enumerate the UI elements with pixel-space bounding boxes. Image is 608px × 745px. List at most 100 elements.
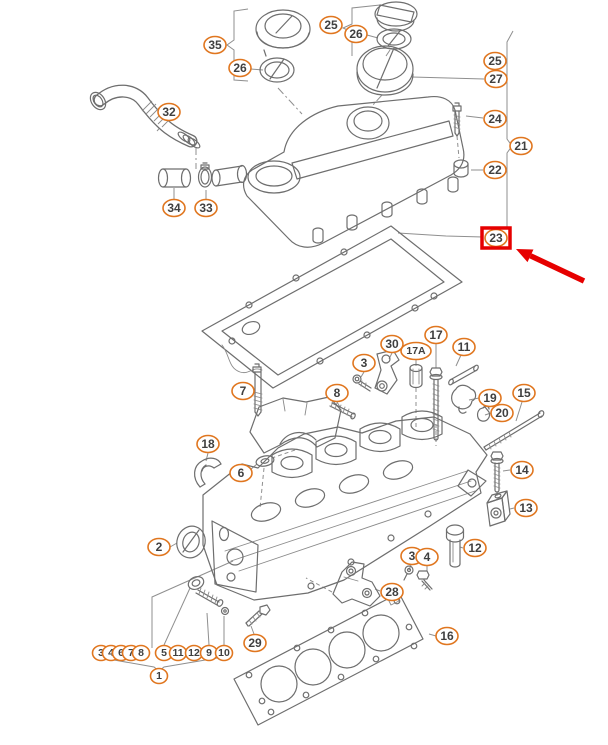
callout-19[interactable]: 19	[478, 388, 502, 408]
svg-text:32: 32	[162, 105, 176, 119]
callout-14[interactable]: 14	[510, 460, 534, 480]
svg-text:3: 3	[361, 356, 368, 370]
bolt-24-drawing	[452, 102, 462, 137]
highlight-layer	[480, 226, 586, 284]
callout-35[interactable]: 35	[203, 35, 227, 55]
svg-text:4: 4	[108, 647, 114, 659]
bolt-3b-drawing	[403, 565, 414, 581]
callout-17[interactable]: 17	[424, 325, 448, 345]
stud-15-drawing	[483, 410, 545, 451]
svg-text:2: 2	[156, 540, 163, 554]
callout-16[interactable]: 16	[435, 626, 459, 646]
callout-7[interactable]: 7	[231, 381, 255, 401]
cylinder-head-drawing	[176, 396, 488, 601]
callout-3[interactable]: 3	[352, 353, 376, 373]
svg-text:20: 20	[495, 406, 509, 420]
bolt-12-drawing	[445, 524, 465, 568]
callout-20[interactable]: 20	[490, 403, 514, 423]
callout-2[interactable]: 2	[147, 537, 171, 557]
callout-24[interactable]: 24	[483, 109, 507, 129]
callout-27[interactable]: 27	[484, 69, 508, 89]
callout-10[interactable]: 10	[214, 644, 234, 662]
bolt-3-drawing	[352, 374, 372, 392]
callout-17A[interactable]: 17A	[400, 341, 432, 361]
callout-29[interactable]: 29	[243, 633, 267, 653]
svg-text:24: 24	[488, 112, 502, 126]
callout-21[interactable]: 21	[509, 136, 533, 156]
oil-cap-left-drawing	[255, 9, 311, 83]
callout-34[interactable]: 34	[162, 198, 186, 218]
washer-10-drawing	[220, 606, 230, 616]
callout-1[interactable]: 1	[149, 667, 169, 685]
svg-text:11: 11	[458, 340, 471, 354]
callout-13[interactable]: 13	[514, 498, 538, 518]
callout-8[interactable]: 8	[131, 644, 151, 662]
callout-12[interactable]: 12	[463, 538, 487, 558]
callout-33[interactable]: 33	[194, 198, 218, 218]
callout-15[interactable]: 15	[512, 383, 536, 403]
svg-text:29: 29	[248, 636, 262, 650]
svg-text:12: 12	[468, 541, 482, 555]
svg-text:27: 27	[489, 72, 503, 86]
svg-text:34: 34	[167, 201, 181, 215]
callout-30[interactable]: 30	[380, 334, 404, 354]
svg-text:14: 14	[515, 463, 529, 477]
callout-26[interactable]: 26	[344, 24, 368, 44]
svg-text:18: 18	[201, 437, 215, 451]
svg-text:16: 16	[440, 629, 454, 643]
cam-cap-drawing	[249, 396, 342, 454]
grommet-22-drawing	[453, 159, 469, 178]
callout-22[interactable]: 22	[483, 160, 507, 180]
svg-text:13: 13	[519, 501, 533, 515]
svg-text:25: 25	[488, 54, 502, 68]
valve-cover-drawing	[242, 95, 469, 248]
svg-text:21: 21	[514, 139, 528, 153]
svg-text:6: 6	[118, 647, 124, 659]
callout-23-highlighted[interactable]: 23	[484, 228, 508, 248]
svg-text:17: 17	[429, 328, 443, 342]
svg-text:3: 3	[409, 549, 416, 563]
pin-11-drawing	[448, 364, 479, 386]
lower-fasteners-drawing	[195, 524, 465, 627]
svg-text:30: 30	[385, 337, 399, 351]
svg-text:35: 35	[208, 38, 222, 52]
svg-text:8: 8	[334, 386, 341, 400]
callout-26[interactable]: 26	[228, 58, 252, 78]
stud-8-drawing	[329, 400, 356, 420]
svg-text:3: 3	[98, 647, 104, 659]
bushing-18-drawing	[194, 457, 222, 488]
stud-9-drawing	[195, 587, 224, 607]
fasteners-middle-drawing	[194, 349, 545, 527]
sleeve-34-drawing	[157, 168, 192, 188]
svg-text:28: 28	[385, 585, 399, 599]
clip-19-drawing	[451, 384, 477, 414]
callout-4[interactable]: 4	[415, 547, 439, 567]
callout-11[interactable]: 11	[168, 644, 188, 662]
svg-text:7: 7	[128, 647, 134, 659]
svg-text:6: 6	[238, 466, 245, 480]
bolt-4-drawing	[416, 570, 433, 591]
callout-32[interactable]: 32	[157, 102, 181, 122]
svg-text:8: 8	[138, 647, 144, 659]
callout-6[interactable]: 6	[229, 463, 253, 483]
washer-6-drawing	[255, 455, 275, 467]
callout-11[interactable]: 11	[452, 337, 476, 357]
clamp-33-drawing	[197, 162, 213, 188]
bolt-29-drawing	[245, 604, 271, 627]
svg-text:7: 7	[240, 384, 247, 398]
svg-text:25: 25	[324, 18, 338, 32]
callout-18[interactable]: 18	[196, 434, 220, 454]
bolt-14-drawing	[490, 451, 504, 493]
callout-25[interactable]: 25	[483, 51, 507, 71]
svg-text:33: 33	[199, 201, 213, 215]
callout-28[interactable]: 28	[380, 582, 404, 602]
highlight-arrow-shaft	[529, 253, 586, 284]
svg-text:17A: 17A	[406, 345, 426, 357]
callout-8[interactable]: 8	[325, 383, 349, 403]
callout-25[interactable]: 25	[319, 15, 343, 35]
svg-text:22: 22	[488, 163, 502, 177]
svg-text:26: 26	[349, 27, 363, 41]
